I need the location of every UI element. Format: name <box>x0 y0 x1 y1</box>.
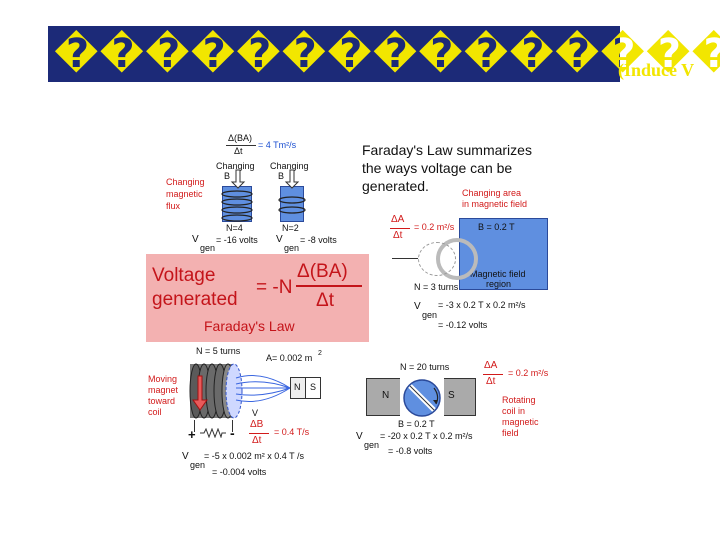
flux-side-label-2: magnetic <box>166 189 203 199</box>
n-four-label: N=4 <box>226 223 243 233</box>
magnet-vgen-sub: gen <box>190 460 206 470</box>
flux-rate: = 4 Tm²/s <box>258 140 297 150</box>
magnet-pole-n: N <box>294 382 301 392</box>
delta-t-label: Δt <box>234 146 243 156</box>
rotating-value: = -0.8 volts <box>388 446 433 456</box>
area-da: ΔA <box>391 214 405 225</box>
polarity-minus: - <box>230 425 235 441</box>
rotating-label-4: field <box>502 428 519 438</box>
formula-equals-n: = -N <box>256 277 293 298</box>
magnet-db: ΔB <box>250 419 264 430</box>
rotating-turns: N = 20 turns <box>400 362 450 372</box>
magnet-area-exp: 2 <box>318 350 322 357</box>
changing-b-label-1b: B <box>224 171 231 181</box>
delta-ba-label: Δ(BA) <box>228 133 253 143</box>
formula-fraction-bar <box>296 285 362 287</box>
vgen-2-value: = -8 volts <box>300 235 337 245</box>
fraction-bar <box>226 145 256 146</box>
changing-b-label-2: Changing <box>270 161 309 171</box>
magnet-label-4: coil <box>148 407 162 417</box>
area-b-value: B = 0.2 T <box>478 222 515 232</box>
formula-numerator: Δ(BA) <box>297 261 348 282</box>
area-v-value: = -0.12 volts <box>438 320 488 330</box>
polarity-plus: + <box>188 427 196 442</box>
rotating-v-symbol: V <box>356 431 363 442</box>
rotating-da: ΔA <box>484 360 498 371</box>
formula-caption: Faraday's Law <box>204 318 295 334</box>
area-dt: Δt <box>393 230 403 241</box>
vgen-1-value: = -16 volts <box>216 235 258 245</box>
rotating-label-1: Rotating <box>502 395 536 405</box>
field-lines-icon <box>235 375 291 402</box>
rotating-pole-s: S <box>448 390 455 401</box>
rotating-v-sub: gen <box>364 440 380 450</box>
magnet-calc: = -5 x 0.002 m² x 0.4 T /s <box>204 451 304 461</box>
coil-four-windings-icon <box>221 190 253 222</box>
area-label-1: Changing area <box>462 188 522 198</box>
lead-wire-right <box>232 420 233 432</box>
slide-title: ��������������� <box>54 31 720 77</box>
flux-side-label-1: Changing <box>166 177 205 187</box>
down-arrows-icon <box>230 169 300 189</box>
rotating-pole-n: N <box>382 390 390 401</box>
resistor-icon <box>200 428 226 438</box>
bar-magnet-s <box>305 377 321 399</box>
magnet-fraction-bar <box>249 433 269 434</box>
magnet-area: A= 0.002 m <box>266 353 313 363</box>
magnet-value: = -0.004 volts <box>212 467 267 477</box>
rotating-label-2: coil in <box>502 406 526 416</box>
magnet-dt: Δt <box>252 435 262 446</box>
vgen-1-sub: gen <box>200 243 216 253</box>
rotating-dt: Δt <box>486 376 496 387</box>
lead-wire-left <box>194 420 195 432</box>
ring-wire <box>392 258 418 259</box>
previous-ring-icon <box>418 242 456 276</box>
formula-line-1: Voltage <box>152 265 216 286</box>
rotating-coil-icon <box>403 379 441 417</box>
area-fraction-bar <box>390 228 410 229</box>
region-label-1: Magnetic field <box>470 269 526 279</box>
rotating-calc: = -20 x 0.2 T x 0.2 m²/s <box>380 431 473 441</box>
slide-title-suffix: (Induce V <box>618 60 695 80</box>
area-v-sub: gen <box>422 310 438 320</box>
rotating-label-3: magnetic <box>502 417 539 427</box>
vgen-2-symbol: V <box>276 234 283 245</box>
coil-two-windings-icon <box>278 196 306 214</box>
flux-side-label-3: flux <box>166 201 181 211</box>
coil-two-turns <box>280 186 304 222</box>
vgen-2-sub: gen <box>284 243 300 253</box>
region-label-2: region <box>486 279 512 289</box>
area-v-calc: = -3 x 0.2 T x 0.2 m²/s <box>438 300 526 310</box>
summary-line-1: Faraday's Law summarizes <box>362 142 532 158</box>
area-turns: N = 3 turns <box>414 282 459 292</box>
magnet-rate: = 0.4 T/s <box>274 427 310 437</box>
magnet-label-2: magnet <box>148 385 179 395</box>
slide-title-bar: ��������������� (Induce V <box>48 26 720 82</box>
magnet-pole-s: S <box>310 382 317 392</box>
magnet-v: V <box>252 408 259 418</box>
n-two-label: N=2 <box>282 223 299 233</box>
formula-line-2: generated <box>152 289 238 310</box>
rotating-b-value: B = 0.2 T <box>398 419 435 429</box>
magnet-label-3: toward <box>148 396 176 406</box>
changing-b-label-1: Changing <box>216 161 255 171</box>
faraday-formula-box: Voltage generated = -N Δ(BA) Δt Faraday'… <box>146 254 369 342</box>
formula-denominator: Δt <box>316 290 334 311</box>
changing-b-label-2b: B <box>278 171 285 181</box>
area-label-2: in magnetic field <box>462 199 528 209</box>
vgen-1-symbol: V <box>192 234 199 245</box>
summary-line-3: generated. <box>362 178 429 194</box>
summary-line-2: the ways voltage can be <box>362 160 513 176</box>
magnet-label-1: Moving <box>148 374 178 384</box>
area-rate: = 0.2 m²/s <box>414 222 455 232</box>
magnet-vgen: V <box>182 451 189 462</box>
magnet-turns: N = 5 turns <box>196 346 241 356</box>
area-v-symbol: V <box>414 301 421 312</box>
rotating-fraction-bar <box>483 374 503 375</box>
rotating-rate: = 0.2 m²/s <box>508 368 549 378</box>
